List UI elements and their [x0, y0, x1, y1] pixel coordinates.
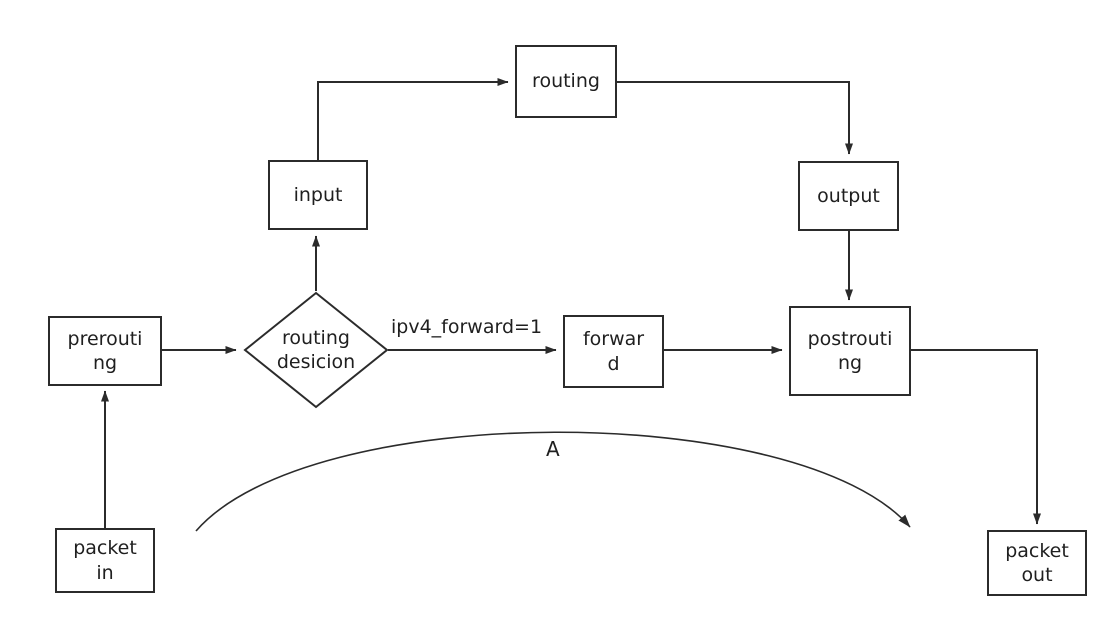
- diamond-shape: [243, 291, 389, 409]
- node-routing-decision[interactable]: routing desicion: [243, 291, 389, 409]
- edge-label-curve-a: A: [546, 437, 560, 461]
- node-routing[interactable]: routing: [515, 45, 617, 118]
- edge-label-ipv4-forward: ipv4_forward=1: [391, 316, 543, 338]
- node-forward-label: forwar d: [582, 328, 645, 375]
- edge-postrouting-to-packet-out: [911, 349, 1041, 525]
- node-output-label: output: [817, 184, 880, 207]
- node-postrouting-label: postrouti ng: [807, 327, 893, 374]
- node-input[interactable]: input: [268, 160, 368, 230]
- node-postrouting[interactable]: postrouti ng: [789, 306, 911, 396]
- edge-input-to-routing: [317, 78, 509, 160]
- node-packet-in-label: packet in: [73, 537, 137, 584]
- node-prerouting[interactable]: prerouti ng: [48, 316, 162, 386]
- node-input-label: input: [293, 183, 343, 206]
- node-packet-out-label: packet out: [1005, 539, 1069, 586]
- node-routing-label: routing: [532, 70, 600, 93]
- node-packet-out[interactable]: packet out: [987, 530, 1087, 596]
- node-output[interactable]: output: [798, 161, 899, 231]
- node-forward[interactable]: forwar d: [563, 315, 664, 388]
- edge-routing-to-output: [617, 81, 853, 155]
- node-packet-in[interactable]: packet in: [55, 528, 155, 593]
- edge-curve-a: [195, 431, 911, 532]
- node-prerouting-label: prerouti ng: [67, 327, 143, 374]
